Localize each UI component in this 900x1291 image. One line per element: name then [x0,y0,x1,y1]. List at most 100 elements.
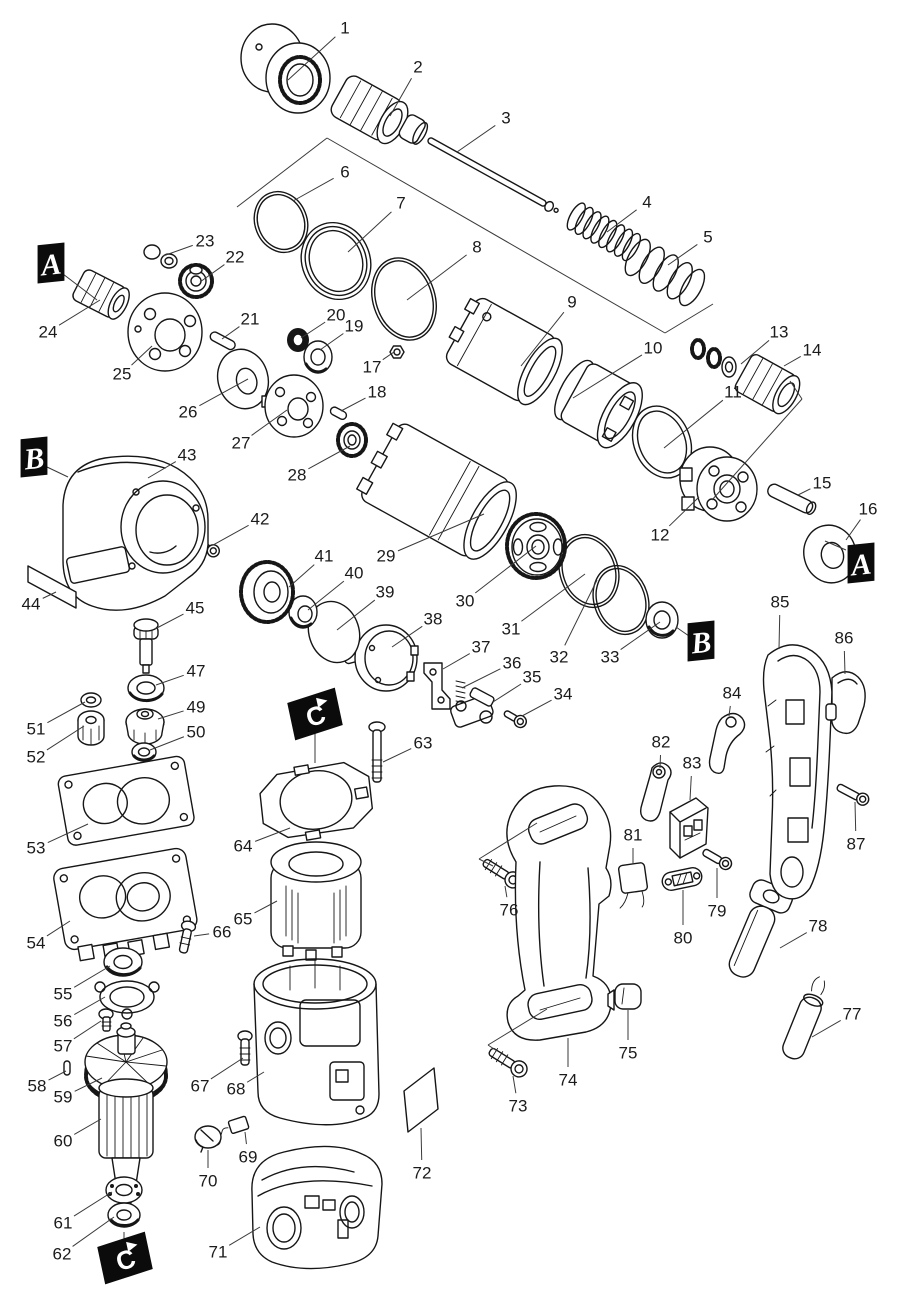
part-label-20: 20 [327,306,346,325]
part-label-29: 29 [377,547,396,566]
leader-line-60 [74,1118,102,1135]
part-80-plate [661,867,703,891]
part-label-58: 58 [28,1077,47,1096]
part-58-pin [63,1060,71,1076]
leader-line-56 [74,996,106,1015]
part-label-34: 34 [554,685,573,704]
marker-arrow-icon [126,1241,138,1252]
part-label-49: 49 [187,698,206,717]
part-41-bevel-gear [239,560,295,624]
marker-box [287,687,343,741]
section-marker-C: C [287,687,343,741]
leader-line-23 [162,244,193,257]
part-label-26: 26 [179,403,198,422]
part-64-baffle [259,761,374,841]
part-9-housing [445,297,563,406]
construction-line [789,380,803,400]
part-label-27: 27 [232,434,251,453]
part-number-labels: 1234567891011121314151617181920212223242… [22,19,878,1264]
marker-box [97,1231,153,1285]
construction-line [487,1044,498,1052]
leader-line-7 [347,211,392,253]
part-label-56: 56 [54,1012,73,1031]
leader-line-4 [606,209,637,233]
marker-arrow-icon [316,697,328,708]
part-label-85: 85 [771,593,790,612]
part-label-36: 36 [503,654,522,673]
part-label-40: 40 [345,564,364,583]
part-7-ring [300,221,372,301]
part-43-gear-housing [62,455,209,611]
part-label-71: 71 [209,1243,228,1262]
part-label-73: 73 [509,1097,528,1116]
leader-line-49 [157,710,184,720]
leader-line-22 [199,264,225,283]
leader-line-30 [474,545,537,594]
leader-line-77 [811,1020,841,1038]
part-72-plate [403,1067,439,1133]
leader-line-57 [73,1020,102,1040]
leader-line-34 [521,699,552,717]
part-label-15: 15 [813,474,832,493]
part-3-rod [427,137,559,213]
leader-line-40 [307,580,345,611]
leader-line-20 [300,321,326,339]
part-label-32: 32 [550,648,569,667]
part-6-ring [253,190,309,254]
part-label-38: 38 [424,610,443,629]
leader-line-55 [73,965,111,988]
part-50-bearing [131,742,157,762]
part-21-pin [209,331,236,351]
part-63-screw [368,721,386,783]
part-51-washer [80,692,102,708]
part-label-63: 63 [414,734,433,753]
part-87-screw [836,783,870,806]
part-44-plate [27,565,77,609]
leader-line-13 [740,339,770,365]
part-68-motor-housing [253,958,380,1126]
part-23-bushings [143,244,178,269]
part-label-2: 2 [413,58,422,77]
construction-line [711,398,803,501]
part-67-screw [237,1030,253,1066]
leader-line-50 [149,736,185,751]
leader-line-2 [389,78,412,117]
part-label-37: 37 [472,638,491,657]
leader-line-17 [382,351,395,361]
part-75-button [607,983,642,1011]
leader-line-62 [72,1216,115,1247]
part-label-35: 35 [523,668,542,687]
marker-letter: B [689,626,713,661]
leader-line-9 [520,311,565,367]
part-label-21: 21 [241,310,260,329]
part-17-nut [389,345,405,359]
leader-line-18 [340,397,366,412]
part-label-66: 66 [213,923,232,942]
part-1-cap [240,23,331,114]
leader-line-10 [572,354,643,399]
part-label-7: 7 [396,194,405,213]
part-53-gasket [57,755,195,846]
part-65-field [270,841,362,961]
part-5-spring [624,238,706,307]
leader-line-45 [154,613,184,630]
part-40-bearing [288,595,318,629]
part-label-10: 10 [644,339,663,358]
part-label-6: 6 [340,163,349,182]
marker-box [687,620,715,662]
part-label-70: 70 [199,1172,218,1191]
part-13-rollers [690,338,737,378]
part-label-79: 79 [708,902,727,921]
part-27-flange [261,374,324,438]
part-label-78: 78 [809,917,828,936]
leader-line-83 [689,775,692,801]
part-label-65: 65 [234,910,253,929]
part-label-28: 28 [288,466,307,485]
part-32-oring [592,564,650,636]
leader-line-12 [668,496,700,527]
leader-line-5 [667,244,698,266]
leader-line-32 [564,579,598,646]
section-marker-A: A [848,542,875,584]
part-14-cylinder [734,353,801,415]
leader-line-33 [620,621,661,650]
